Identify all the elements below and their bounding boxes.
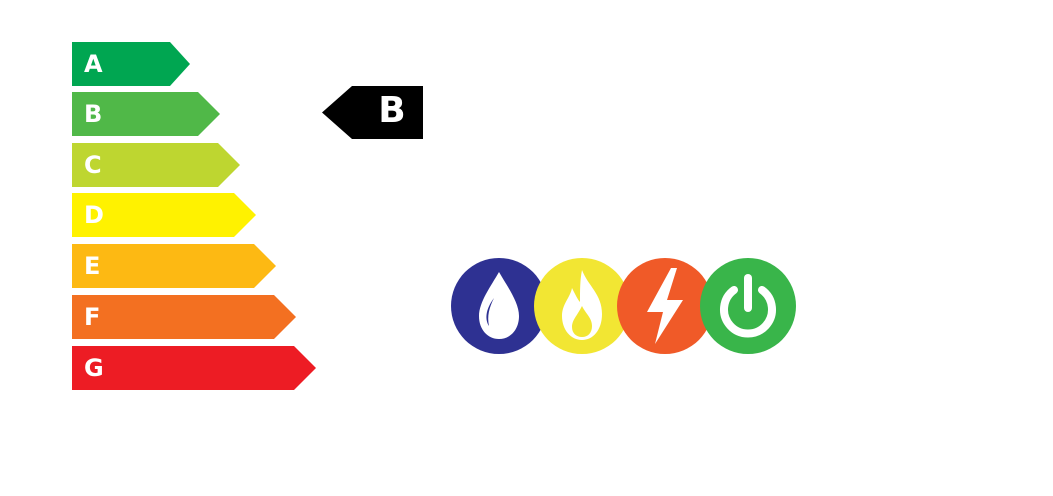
rating-band-c: C <box>72 143 240 187</box>
band-label-d: D <box>84 201 104 229</box>
rating-band-f: F <box>72 295 296 339</box>
water-drop-icon <box>451 258 547 354</box>
current-rating-indicator: B <box>322 86 423 139</box>
band-label-e: E <box>84 252 101 280</box>
flame-icon <box>534 258 630 354</box>
rating-band-b: B <box>72 92 220 136</box>
rating-band-d: D <box>72 193 256 237</box>
band-label-a: A <box>84 50 103 78</box>
rating-band-a: A <box>72 42 190 86</box>
band-label-g: G <box>84 354 104 382</box>
band-arrow-f <box>72 295 296 339</box>
rating-band-g: G <box>72 346 316 390</box>
indicator-arrow <box>322 86 423 139</box>
current-rating-label: B <box>378 90 406 131</box>
lightning-icon <box>617 258 713 354</box>
band-arrow-e <box>72 244 276 288</box>
band-arrow-b <box>72 92 220 136</box>
rating-band-e: E <box>72 244 276 288</box>
power-icon <box>700 258 796 354</box>
band-label-b: B <box>84 100 103 128</box>
band-label-c: C <box>84 151 102 179</box>
band-arrow-g <box>72 346 316 390</box>
band-label-f: F <box>84 303 101 331</box>
band-arrow-a <box>72 42 190 86</box>
band-arrow-d <box>72 193 256 237</box>
utility-icons <box>449 256 799 356</box>
band-arrow-c <box>72 143 240 187</box>
